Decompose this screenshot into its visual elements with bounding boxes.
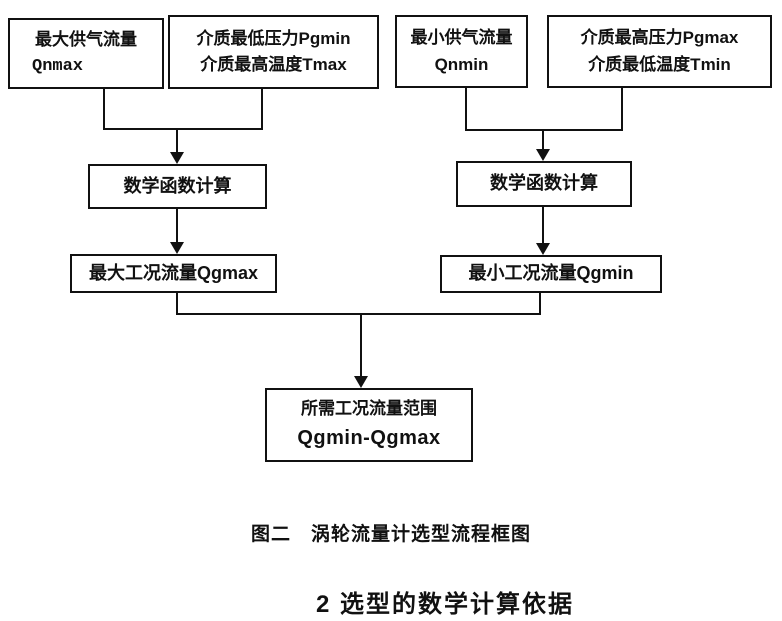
node-max-pressure-min-temp: 介质最高压力Pgmax 介质最低温度Tmin <box>547 15 772 88</box>
node-symbol: Qnmin <box>434 54 489 74</box>
node-label: 介质最高温度Tmax <box>200 55 347 74</box>
arrowhead-down-icon <box>354 376 368 388</box>
connector-line <box>621 88 623 131</box>
node-math-function-calc-right: 数学函数计算 <box>456 161 632 207</box>
arrowhead-down-icon <box>536 149 550 161</box>
connector-line <box>176 293 178 315</box>
connector-line <box>542 207 544 244</box>
node-math-function-calc-left: 数学函数计算 <box>88 164 267 209</box>
node-max-working-flow: 最大工况流量Qgmax <box>70 254 277 293</box>
connector-line <box>360 313 362 377</box>
node-label: 最大供气流量 <box>35 30 137 50</box>
figure-caption: 图二 涡轮流量计选型流程框图 <box>250 524 531 545</box>
connector-line <box>103 128 263 130</box>
connector-line <box>465 88 467 131</box>
node-label: 数学函数计算 <box>490 173 598 194</box>
connector-line <box>542 129 544 150</box>
node-min-working-flow: 最小工况流量Qgmin <box>440 255 662 293</box>
node-label: 介质最高压力Pgmax <box>580 28 739 48</box>
node-max-supply-flow: 最大供气流量 Qnmax <box>8 18 164 89</box>
node-label: 数学函数计算 <box>123 175 232 196</box>
node-required-flow-range: 所需工况流量范围 Qgmin-Qgmax <box>265 388 473 462</box>
connector-line <box>465 129 623 131</box>
connector-line <box>261 89 263 130</box>
arrowhead-down-icon <box>536 243 550 255</box>
section-heading: 2 选型的数学计算依据 <box>315 591 574 618</box>
node-symbol: Qnmax <box>32 56 84 76</box>
node-min-pressure-max-temp: 介质最低压力Pgmin 介质最高温度Tmax <box>168 15 379 89</box>
node-label: 最小供气流量 <box>410 28 513 48</box>
node-label: 所需工况流量范围 <box>301 399 437 419</box>
node-label: 介质最低压力Pgmin <box>196 28 351 48</box>
connector-line <box>539 293 541 315</box>
connector-line <box>176 209 178 243</box>
arrowhead-down-icon <box>170 242 184 254</box>
node-min-supply-flow: 最小供气流量 Qnmin <box>395 15 528 88</box>
connector-line <box>176 313 541 315</box>
node-label: 介质最低温度Tmin <box>588 54 731 74</box>
arrowhead-down-icon <box>170 152 184 164</box>
connector-line <box>176 128 178 153</box>
node-symbol: Qgmin-Qgmax <box>297 426 441 449</box>
node-label: 最小工况流量Qgmin <box>468 263 634 284</box>
node-label: 最大工况流量Qgmax <box>88 262 259 283</box>
connector-line <box>103 89 105 130</box>
